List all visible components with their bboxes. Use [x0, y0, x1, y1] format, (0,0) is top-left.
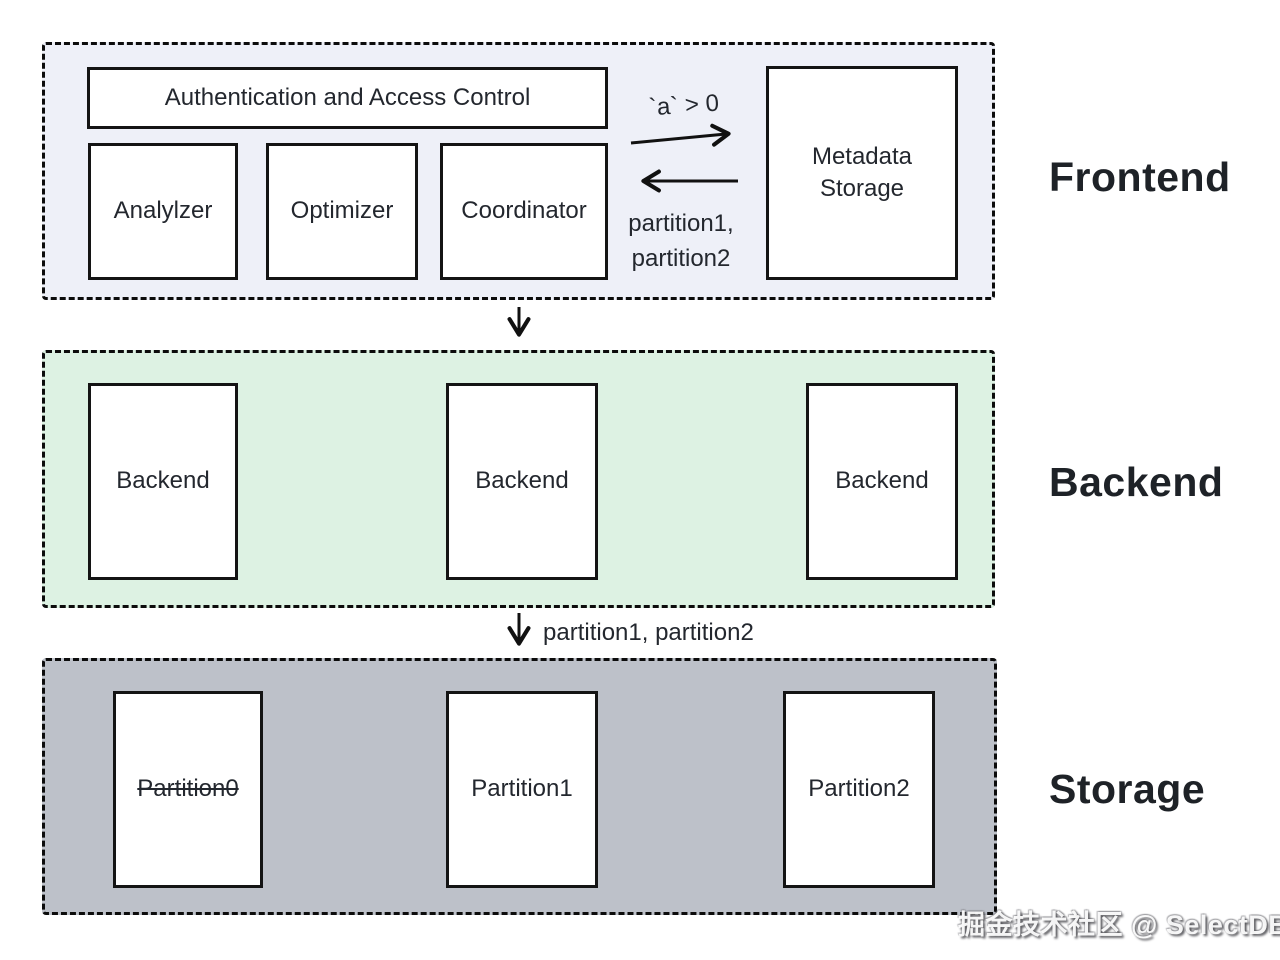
storage-section-label: Storage	[1049, 766, 1206, 812]
partition1-label: Partition1	[471, 775, 573, 803]
coordinator-box: Coordinator	[440, 143, 608, 280]
backend-to-storage-label: partition1, partition2	[543, 619, 754, 646]
analyzer-label: Analylzer	[113, 197, 213, 225]
partition-result-label: partition1, partition2	[610, 206, 752, 276]
metadata-storage-label: Metadata Storage	[811, 142, 913, 202]
partition-result-line1: partition1,	[628, 210, 734, 237]
backend-node-1-label: Backend	[116, 467, 210, 495]
analyzer-box: Analylzer	[88, 143, 238, 280]
partition0-box: Partition0	[113, 691, 263, 888]
backend-node-1: Backend	[88, 383, 238, 580]
backend-layer: Backend Backend Backend	[42, 350, 995, 608]
auth-access-control-box: Authentication and Access Control	[87, 67, 608, 129]
storage-layer: Partition0 Partition1 Partition2	[42, 658, 997, 915]
optimizer-label: Optimizer	[290, 197, 394, 225]
coordinator-label: Coordinator	[461, 197, 587, 225]
partition0-label: Partition0	[137, 775, 239, 803]
frontend-section-label: Frontend	[1049, 154, 1231, 200]
optimizer-box: Optimizer	[266, 143, 418, 280]
frontend-layer: Authentication and Access Control Analyl…	[42, 42, 995, 300]
metadata-storage-box: Metadata Storage	[766, 66, 958, 280]
backend-section-label: Backend	[1049, 459, 1224, 505]
auth-access-control-label: Authentication and Access Control	[164, 83, 531, 111]
backend-node-3-label: Backend	[835, 467, 929, 495]
partition-result-line2: partition2	[631, 245, 731, 272]
backend-node-2-label: Backend	[475, 467, 569, 495]
partition1-box: Partition1	[446, 691, 598, 888]
backend-node-3: Backend	[806, 383, 958, 580]
partition2-box: Partition2	[783, 691, 935, 888]
backend-node-2: Backend	[446, 383, 598, 580]
partition2-label: Partition2	[808, 775, 910, 803]
watermark: 掘金技术社区 @ SelectDB	[958, 910, 1280, 940]
